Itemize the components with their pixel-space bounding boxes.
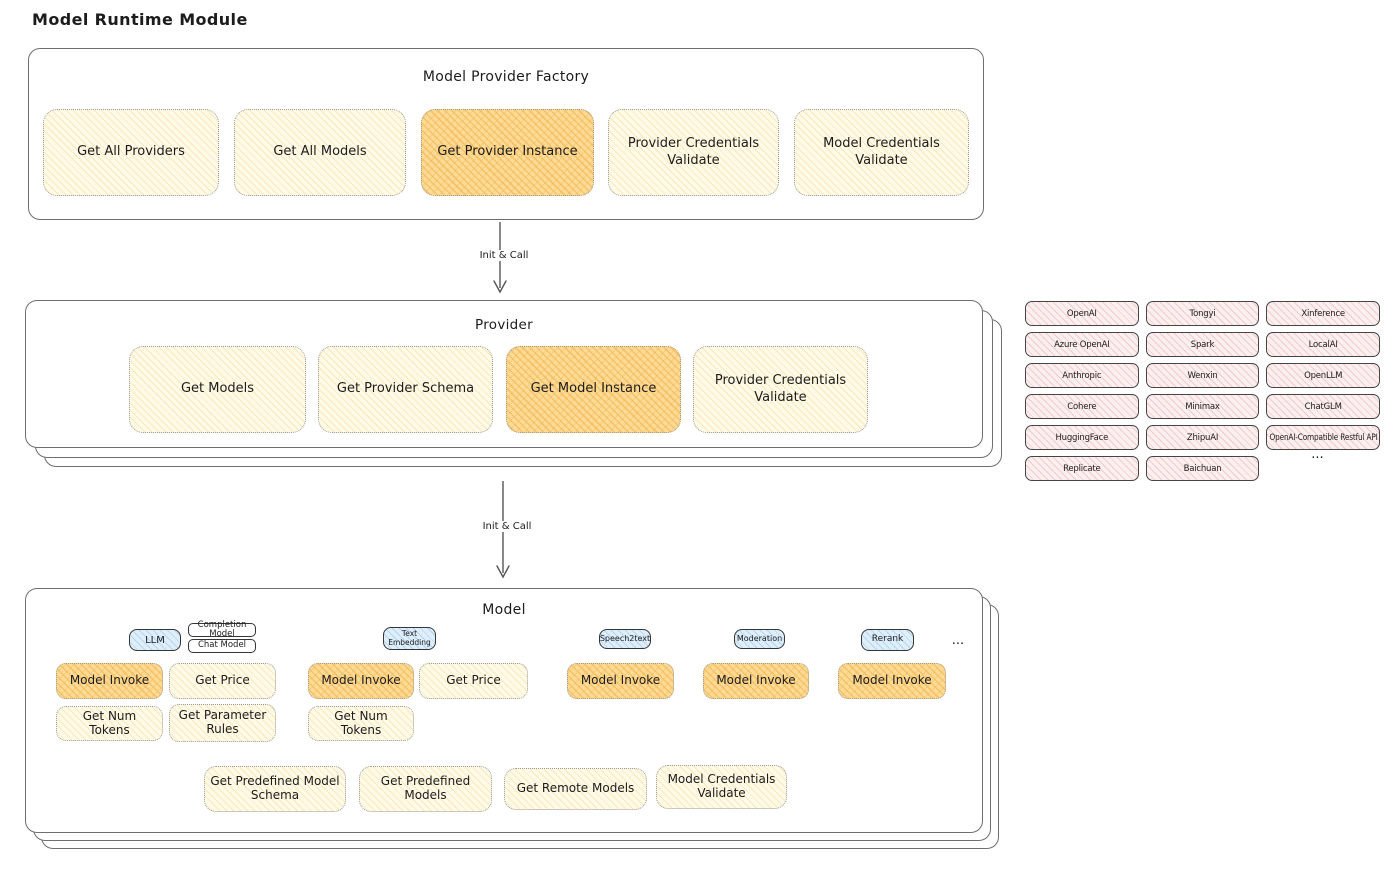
provider-credentials-validate-button[interactable]: Provider Credentials Validate bbox=[693, 346, 868, 433]
provider-chip-label: Tongyi bbox=[1189, 308, 1216, 319]
get-price-button[interactable]: Get Price bbox=[169, 663, 276, 699]
model-invoke-button[interactable]: Model Invoke bbox=[838, 663, 946, 699]
get-num-tokens-button[interactable]: Get Num Tokens bbox=[308, 706, 414, 741]
get-price-button[interactable]: Get Price bbox=[419, 663, 528, 699]
provider-chip[interactable]: LocalAI bbox=[1266, 332, 1380, 357]
provider-chip-label: Baichuan bbox=[1183, 463, 1222, 474]
provider-chip[interactable]: Azure OpenAI bbox=[1025, 332, 1139, 357]
model-credentials-validate-button[interactable]: Model Credentials Validate bbox=[794, 109, 969, 196]
provider-chip-label: OpenLLM bbox=[1304, 370, 1343, 381]
provider-list: OpenAI Tongyi Xinference Azure OpenAI Sp… bbox=[1025, 301, 1380, 481]
provider-chip[interactable]: OpenAI bbox=[1025, 301, 1139, 326]
get-provider-instance-button[interactable]: Get Provider Instance bbox=[421, 109, 594, 196]
model-invoke-button[interactable]: Model Invoke bbox=[56, 663, 163, 699]
model-invoke-button[interactable]: Model Invoke bbox=[308, 663, 414, 699]
provider-chip[interactable]: Tongyi bbox=[1145, 301, 1260, 326]
provider-chip[interactable]: HuggingFace bbox=[1025, 425, 1139, 450]
tab-text-embedding[interactable]: Text Embedding bbox=[383, 627, 436, 650]
tab-moderation[interactable]: Moderation bbox=[734, 629, 785, 649]
provider-chip[interactable]: Wenxin bbox=[1145, 363, 1260, 388]
get-all-models-button[interactable]: Get All Models bbox=[234, 109, 406, 196]
provider-chip[interactable]: Xinference bbox=[1266, 301, 1380, 326]
provider-chip[interactable]: ZhipuAI bbox=[1145, 425, 1260, 450]
init-call-label-1: Init & Call bbox=[465, 250, 543, 261]
model-invoke-button[interactable]: Model Invoke bbox=[567, 663, 674, 699]
provider-chip-label: LocalAI bbox=[1308, 339, 1338, 350]
init-call-label-2: Init & Call bbox=[468, 521, 546, 532]
get-num-tokens-button[interactable]: Get Num Tokens bbox=[56, 706, 163, 741]
model-credentials-validate-button[interactable]: Model Credentials Validate bbox=[656, 765, 787, 809]
tab-llm[interactable]: LLM bbox=[129, 629, 181, 651]
provider-chip[interactable]: Baichuan bbox=[1145, 456, 1260, 481]
provider-chip-label: Replicate bbox=[1063, 463, 1101, 474]
tab-rerank[interactable]: Rerank bbox=[861, 629, 914, 651]
provider-chip-label: OpenAI bbox=[1066, 308, 1097, 319]
provider-title: Provider bbox=[475, 317, 533, 333]
provider-chip-label: Azure OpenAI bbox=[1054, 339, 1110, 350]
provider-chip-label: Wenxin bbox=[1187, 370, 1218, 381]
provider-chip[interactable]: Anthropic bbox=[1025, 363, 1139, 388]
tab-completion-model[interactable]: Completion Model bbox=[188, 620, 256, 639]
get-provider-schema-button[interactable]: Get Provider Schema bbox=[318, 346, 493, 433]
provider-chip[interactable]: Spark bbox=[1145, 332, 1260, 357]
provider-chip[interactable]: OpenLLM bbox=[1266, 363, 1380, 388]
factory-title: Model Provider Factory bbox=[422, 69, 590, 85]
provider-chip-label: Anthropic bbox=[1062, 370, 1102, 381]
provider-chip[interactable]: OpenAI-Compatible Restful API bbox=[1266, 425, 1380, 450]
model-box: Model LLM Completion Model Chat Model Te… bbox=[25, 588, 983, 833]
provider-chip-label: Spark bbox=[1190, 339, 1215, 350]
get-all-providers-button[interactable]: Get All Providers bbox=[43, 109, 219, 196]
model-invoke-button[interactable]: Model Invoke bbox=[703, 663, 809, 699]
get-parameter-rules-button[interactable]: Get Parameter Rules bbox=[169, 704, 276, 742]
get-predefined-models-button[interactable]: Get Predefined Models bbox=[359, 766, 492, 812]
provider-credentials-validate-button[interactable]: Provider Credentials Validate bbox=[608, 109, 779, 196]
get-model-instance-button[interactable]: Get Model Instance bbox=[506, 346, 681, 433]
provider-box: Provider Get Models Get Provider Schema … bbox=[25, 300, 983, 448]
provider-chip-label: Cohere bbox=[1067, 401, 1097, 412]
provider-chip-label: ZhipuAI bbox=[1186, 432, 1219, 443]
factory-box: Model Provider Factory Get All Providers… bbox=[28, 48, 984, 220]
provider-chip-label: Xinference bbox=[1301, 308, 1345, 319]
provider-chip[interactable]: ChatGLM bbox=[1266, 394, 1380, 419]
model-title: Model bbox=[482, 602, 526, 618]
provider-chip[interactable]: Minimax bbox=[1145, 394, 1260, 419]
tab-chat-model[interactable]: Chat Model bbox=[188, 639, 256, 653]
provider-chip-label: OpenAI-Compatible Restful API bbox=[1269, 432, 1378, 443]
provider-chip[interactable]: Cohere bbox=[1025, 394, 1139, 419]
provider-list-more: ... bbox=[1311, 447, 1324, 462]
get-models-button[interactable]: Get Models bbox=[129, 346, 306, 433]
tab-speech2text[interactable]: Speech2text bbox=[599, 629, 651, 649]
provider-chip-label: ChatGLM bbox=[1304, 401, 1342, 412]
get-predefined-model-schema-button[interactable]: Get Predefined Model Schema bbox=[204, 766, 346, 812]
provider-chip[interactable]: Replicate bbox=[1025, 456, 1139, 481]
get-remote-models-button[interactable]: Get Remote Models bbox=[504, 768, 647, 810]
provider-chip-label: Minimax bbox=[1185, 401, 1220, 412]
page-title: Model Runtime Module bbox=[32, 10, 248, 29]
tabs-more: ... bbox=[951, 633, 965, 648]
provider-chip-label: HuggingFace bbox=[1055, 432, 1109, 443]
